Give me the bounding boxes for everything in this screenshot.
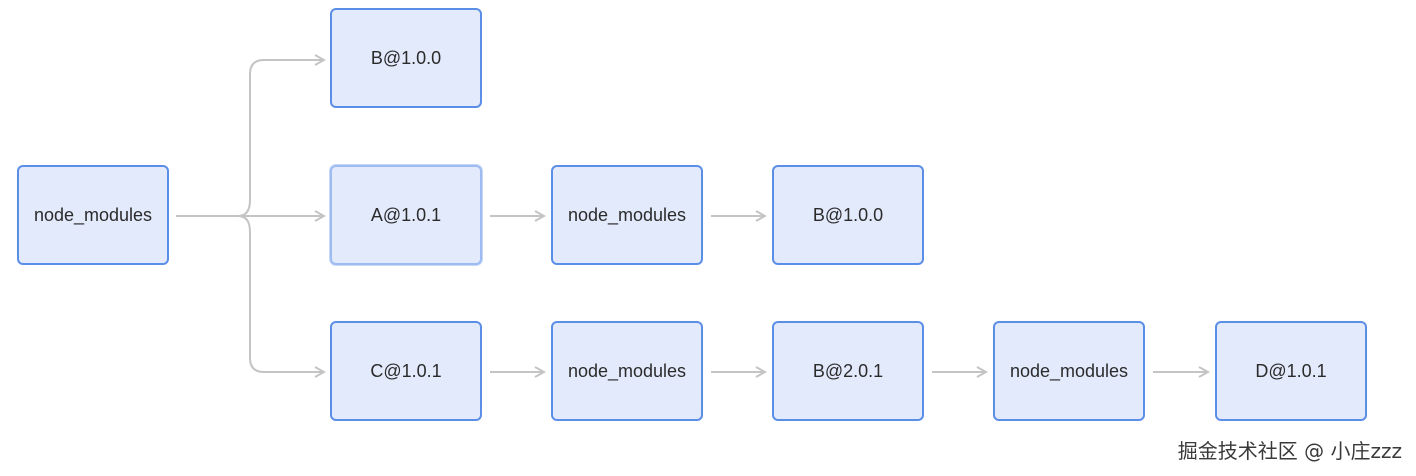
connector-root-to-c101 bbox=[237, 215, 324, 372]
node-b201: B@2.0.1 bbox=[772, 321, 924, 421]
connector-root-to-b100 bbox=[237, 60, 324, 217]
node-b201-node-modules: node_modules bbox=[993, 321, 1145, 421]
node-root-node-modules: node_modules bbox=[17, 165, 169, 265]
watermark-text: 掘金技术社区 @ 小庄zzz bbox=[1177, 439, 1402, 463]
node-b100-top: B@1.0.0 bbox=[330, 8, 482, 108]
node-a101: A@1.0.1 bbox=[330, 165, 482, 265]
node-a-node-modules: node_modules bbox=[551, 165, 703, 265]
node-d101: D@1.0.1 bbox=[1215, 321, 1367, 421]
node-c101: C@1.0.1 bbox=[330, 321, 482, 421]
node-c-node-modules: node_modules bbox=[551, 321, 703, 421]
node-b100-under-a: B@1.0.0 bbox=[772, 165, 924, 265]
